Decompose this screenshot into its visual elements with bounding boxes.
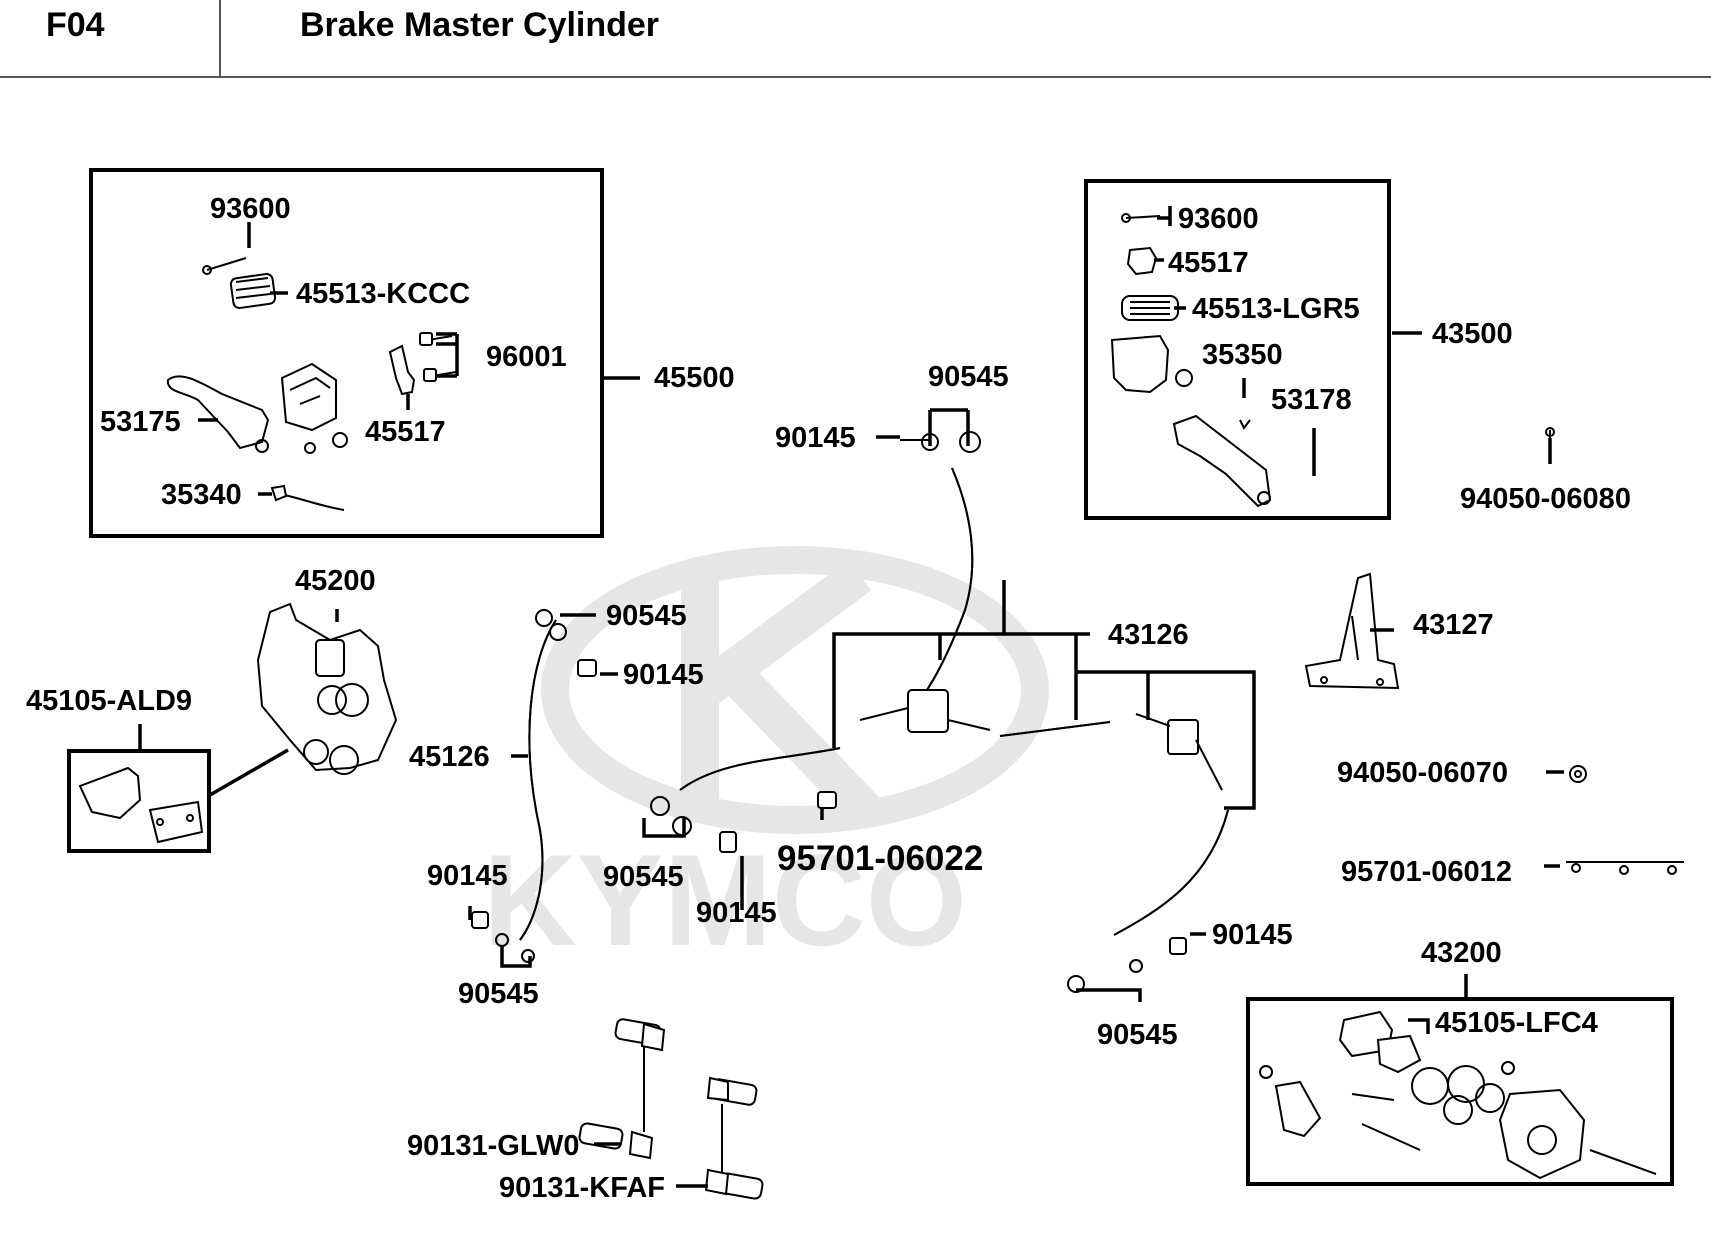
- callout-45105-lfc4: 45105-LFC4: [1435, 1007, 1598, 1039]
- callout-45517-right: 45517: [1168, 247, 1249, 279]
- callout-95701-06012: 95701-06012: [1341, 856, 1512, 888]
- callout-90145-c: 90145: [427, 860, 508, 892]
- callout-43127: 43127: [1413, 609, 1494, 641]
- right-master-cylinder-kit-box: [1084, 179, 1391, 520]
- callout-95701-06022: 95701-06022: [777, 839, 983, 878]
- brake-hoses: [471, 431, 1229, 993]
- callout-96001: 96001: [486, 341, 567, 373]
- callout-94050-06080: 94050-06080: [1460, 483, 1631, 515]
- section-code: F04: [46, 6, 105, 44]
- callout-45513-lgr5: 45513-LGR5: [1192, 293, 1360, 325]
- callout-93600-right: 93600: [1178, 203, 1259, 235]
- callout-90545-top: 90545: [928, 361, 1009, 393]
- section-title: Brake Master Cylinder: [300, 6, 660, 44]
- callout-90545-a: 90545: [606, 600, 687, 632]
- brake-pads-45105-ald9: [78, 766, 204, 844]
- callout-90145-b: 90145: [696, 897, 777, 929]
- callout-35340: 35340: [161, 479, 242, 511]
- callout-45200: 45200: [295, 565, 376, 597]
- callout-45517-left: 45517: [365, 416, 446, 448]
- callout-45500: 45500: [654, 362, 735, 394]
- callout-45126: 45126: [409, 741, 490, 773]
- right-kit-parts: [1110, 213, 1272, 508]
- callout-45513-kccc: 45513-KCCC: [296, 278, 470, 310]
- callout-53178: 53178: [1271, 384, 1352, 416]
- misc-small-parts: [1545, 427, 1684, 875]
- leader-lines: [138, 206, 1564, 1188]
- callout-94050-06070: 94050-06070: [1337, 757, 1508, 789]
- callout-43126: 43126: [1108, 619, 1189, 651]
- left-master-cylinder-kit-box: [89, 168, 604, 538]
- callout-90545-c: 90545: [458, 978, 539, 1010]
- callout-90545-b: 90545: [603, 861, 684, 893]
- header-divider: [219, 0, 221, 76]
- callout-93600-left: 93600: [210, 193, 291, 225]
- rear-caliper-kit-box: [1246, 997, 1674, 1186]
- front-caliper-45200: [256, 602, 398, 775]
- callout-labels: 93600 45513-KCCC 96001 45500 53175 45517…: [26, 193, 1631, 1204]
- callout-90145-top: 90145: [775, 422, 856, 454]
- callout-90145-d: 90145: [1212, 919, 1293, 951]
- callout-45105-ald9: 45105-ALD9: [26, 685, 192, 717]
- bracket-43127: [1304, 572, 1400, 690]
- callout-90545-d: 90545: [1097, 1019, 1178, 1051]
- callout-35350: 35350: [1202, 339, 1283, 371]
- callout-90145-a: 90145: [623, 659, 704, 691]
- callout-90131-kfaf: 90131-KFAF: [499, 1172, 665, 1204]
- callout-90131-glw0: 90131-GLW0: [407, 1130, 579, 1162]
- rear-caliper-parts: [1259, 1010, 1657, 1180]
- callout-43500: 43500: [1432, 318, 1513, 350]
- callout-53175: 53175: [100, 406, 181, 438]
- page-header: F04 Brake Master Cylinder: [0, 0, 1711, 78]
- callout-43200: 43200: [1421, 937, 1502, 969]
- left-kit-parts: [166, 257, 457, 511]
